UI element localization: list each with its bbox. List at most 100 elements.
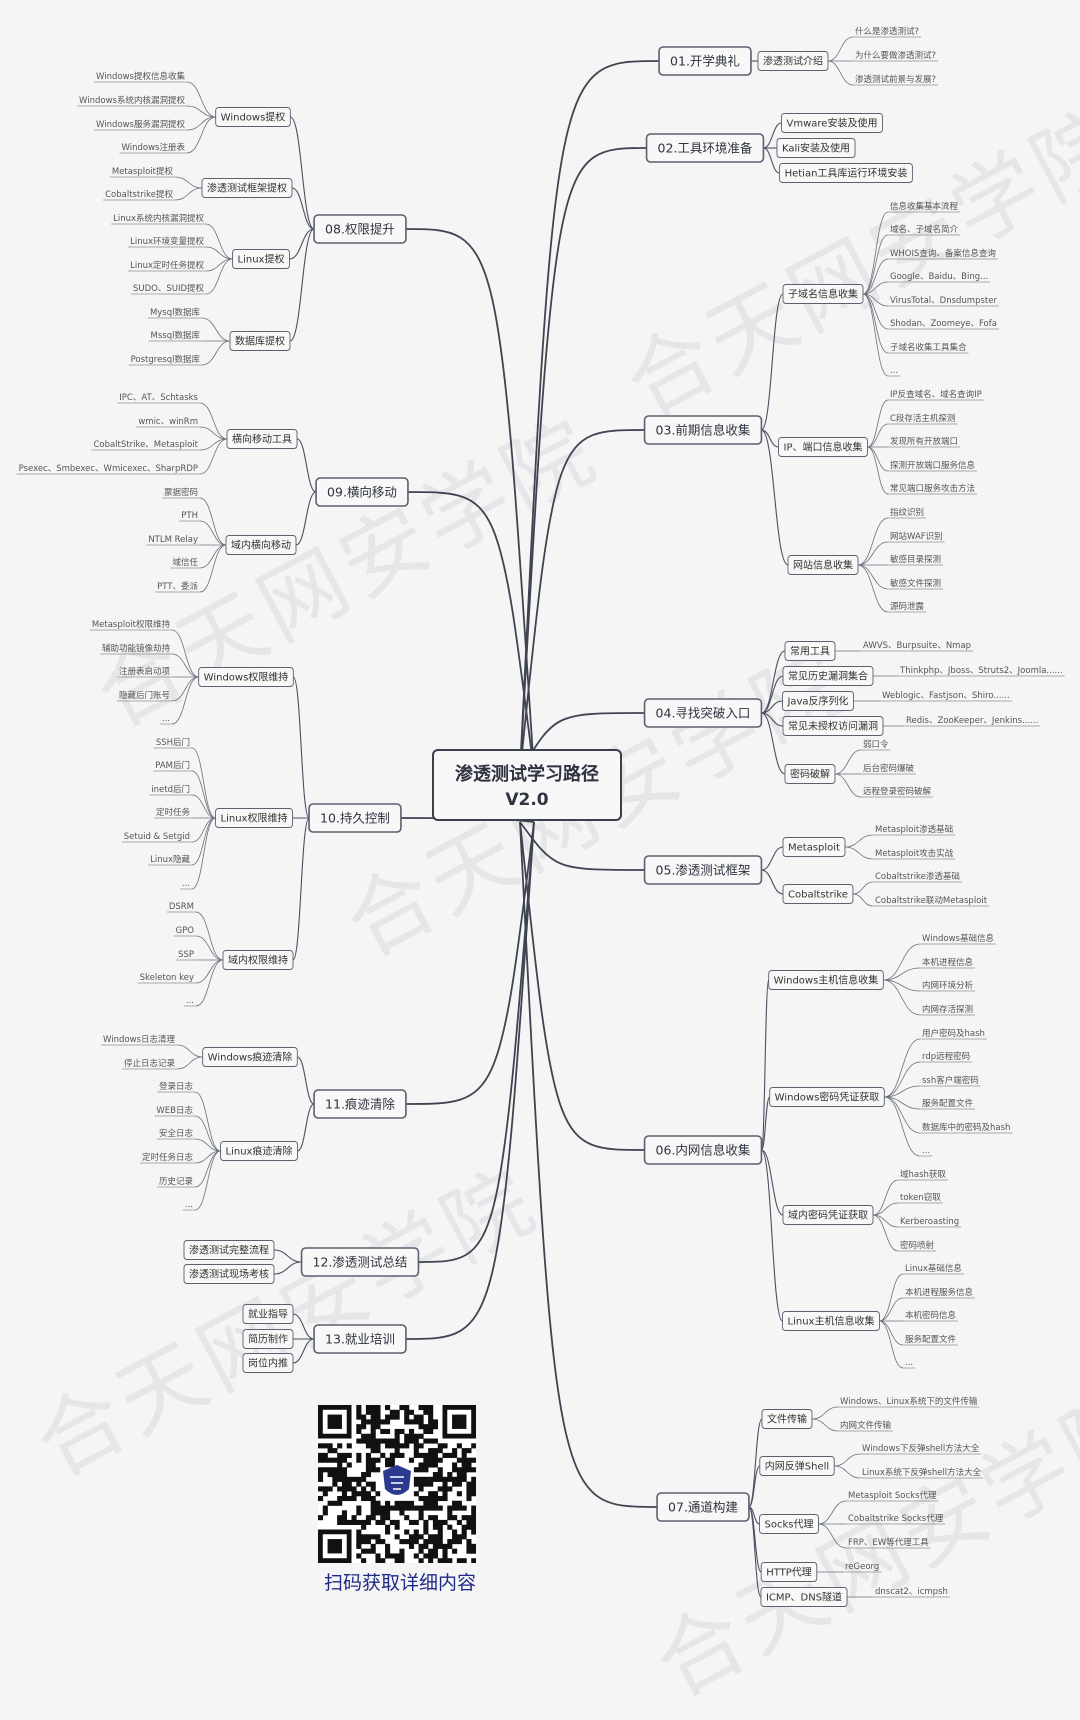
- branch-08-node[interactable]: 08.权限提升: [313, 214, 407, 244]
- branch-05-topic-1[interactable]: Metasploit: [782, 837, 846, 857]
- branch-03-topic-2[interactable]: IP、端口信息收集: [778, 437, 868, 457]
- branch-03-node[interactable]: 03.前期信息收集: [643, 415, 763, 445]
- qr-module: [452, 1467, 458, 1473]
- qr-module: [361, 1472, 367, 1478]
- qr-module: [341, 1467, 348, 1473]
- qr-module: [428, 1448, 434, 1454]
- qr-module: [423, 1405, 429, 1411]
- connector-line: [879, 1320, 904, 1369]
- branch-07-topic-2[interactable]: 内网反弹Shell: [759, 1456, 835, 1476]
- qr-module: [332, 1481, 338, 1487]
- branch-13-topic-3[interactable]: 岗位内推: [242, 1353, 294, 1373]
- qr-module: [471, 1467, 477, 1473]
- qr-module: [432, 1539, 438, 1545]
- qr-module: [327, 1486, 333, 1492]
- branch-06-topic-4[interactable]: Linux主机信息收集: [782, 1311, 880, 1331]
- qr-module: [399, 1539, 405, 1545]
- qr-module: [385, 1414, 391, 1420]
- branch-08-node-label: 08.权限提升: [325, 222, 395, 237]
- connector-line: [171, 629, 199, 678]
- branch-06-node[interactable]: 06.内网信息收集: [643, 1135, 763, 1165]
- qr-module: [461, 1524, 467, 1530]
- qr-module: [380, 1452, 386, 1458]
- branch-07-topic-5[interactable]: ICMP、DNS隧道: [760, 1587, 848, 1607]
- branch-03-topic-1[interactable]: 子域名信息收集: [782, 284, 864, 304]
- qr-module: [461, 1505, 467, 1511]
- branch-12-node[interactable]: 12.渗透测试总结: [300, 1247, 420, 1277]
- branch-07-topic-1[interactable]: 文件传输: [761, 1409, 813, 1429]
- branch-13-topic-2[interactable]: 简历制作: [242, 1329, 294, 1349]
- branch-06-topic-1[interactable]: Windows主机信息收集: [768, 970, 884, 990]
- branch-04-topic-5[interactable]: 密码破解: [784, 764, 836, 784]
- branch-05-node[interactable]: 05.渗透测试框架: [643, 855, 763, 885]
- qr-module: [365, 1433, 371, 1439]
- branch-08-topic-2[interactable]: 渗透测试框架提权: [201, 178, 293, 198]
- connector-line: [844, 834, 874, 848]
- leaf-windows-shell: Windows下反弹shell方法大全: [862, 1443, 980, 1454]
- qr-module: [447, 1558, 453, 1564]
- branch-01-topic-1[interactable]: 渗透测试介绍: [757, 51, 829, 71]
- qr-module: [466, 1524, 472, 1530]
- leaf-metasploit: Metasploit权限维持: [92, 619, 171, 630]
- branch-08-topic-1[interactable]: Windows提权: [215, 107, 291, 127]
- branch-04-topic-4[interactable]: 常见未授权访问漏洞: [782, 716, 884, 736]
- qr-module: [322, 1505, 328, 1511]
- branch-12-topic-2[interactable]: 渗透测试现场考核: [183, 1264, 275, 1284]
- qr-module: [370, 1510, 376, 1516]
- branch-07-topic-4[interactable]: HTTP代理: [760, 1562, 818, 1582]
- branch-10-node[interactable]: 10.持久控制: [308, 803, 402, 833]
- qr-code[interactable]: [318, 1405, 477, 1564]
- qr-module: [327, 1443, 333, 1449]
- qr-module: [423, 1495, 429, 1502]
- branch-01-node[interactable]: 01.开学典礼: [658, 46, 752, 76]
- qr-module: [370, 1409, 376, 1415]
- branch-07-topic-3[interactable]: Socks代理: [759, 1514, 819, 1534]
- branch-02-topic-3[interactable]: Hetian工具库运行环境安装: [779, 163, 913, 183]
- branch-06-topic-3[interactable]: 域内密码凭证获取: [782, 1205, 874, 1225]
- branch-11-topic-2[interactable]: Linux痕迹清除: [220, 1141, 298, 1161]
- qr-module: [394, 1558, 400, 1564]
- qr-module: [375, 1409, 381, 1415]
- branch-04-topic-3[interactable]: Java反序列化: [781, 691, 855, 711]
- connector-line: [872, 1202, 899, 1216]
- branch-04-node[interactable]: 04.寻找突破入口: [643, 698, 763, 728]
- branch-11-topic-1[interactable]: Windows痕迹清除: [202, 1047, 298, 1067]
- connector-line: [867, 446, 889, 495]
- branch-08-topic-4[interactable]: 数据库提权: [229, 331, 291, 351]
- qr-module: [351, 1491, 357, 1497]
- qr-module: [413, 1476, 419, 1482]
- branch-04-topic-1[interactable]: 常用工具: [784, 641, 836, 661]
- qr-module: [394, 1443, 400, 1449]
- branch-03-topic-3[interactable]: 网站信息收集: [787, 555, 859, 575]
- branch-01-topic-1-label: 渗透测试介绍: [763, 55, 823, 68]
- branch-07-node[interactable]: 07.通道构建: [656, 1492, 750, 1522]
- branch-12-topic-1[interactable]: 渗透测试完整流程: [183, 1240, 275, 1260]
- branch-11-topic-1-frame: [202, 1047, 298, 1067]
- branch-03-topic-2-label: IP、端口信息收集: [784, 441, 863, 454]
- qr-module: [432, 1553, 438, 1559]
- qr-module: [361, 1491, 367, 1497]
- branch-10-topic-3[interactable]: 域内权限维持: [222, 950, 294, 970]
- branch-10-topic-1[interactable]: Windows权限维持: [198, 667, 294, 687]
- branch-13-topic-1[interactable]: 就业指导: [242, 1304, 294, 1324]
- branch-02-topic-1[interactable]: Vmware安装及使用: [781, 113, 883, 133]
- branch-02-node[interactable]: 02.工具环境准备: [645, 133, 765, 163]
- qr-module: [318, 1457, 324, 1463]
- branch-09-topic-2[interactable]: 域内横向移动: [225, 535, 297, 555]
- branch-08-topic-3[interactable]: Linux提权: [232, 249, 290, 269]
- qr-module: [456, 1481, 462, 1487]
- branch-04-topic-2[interactable]: 常见历史漏洞集合: [782, 666, 874, 686]
- branch-11-node[interactable]: 11.痕迹清除: [313, 1089, 407, 1119]
- branch-04-topic-5-frame: [784, 764, 836, 784]
- branch-09-topic-1[interactable]: 横向移动工具: [226, 429, 298, 449]
- branch-09-node[interactable]: 09.横向移动: [315, 477, 409, 507]
- branch-05-topic-2[interactable]: Cobaltstrike: [782, 884, 854, 904]
- leaf-setuid-setgid: Setuid & Setgid: [124, 832, 190, 842]
- branch-10-topic-2[interactable]: Linux权限维持: [215, 808, 293, 828]
- branch-11-topic-2-frame: [220, 1141, 298, 1161]
- branch-13-node[interactable]: 13.就业培训: [313, 1324, 407, 1354]
- branch-05-node-frame: [643, 855, 763, 885]
- branch-02-topic-2[interactable]: Kali安装及使用: [776, 138, 856, 158]
- branch-06-topic-2[interactable]: Windows密码凭证获取: [769, 1087, 885, 1107]
